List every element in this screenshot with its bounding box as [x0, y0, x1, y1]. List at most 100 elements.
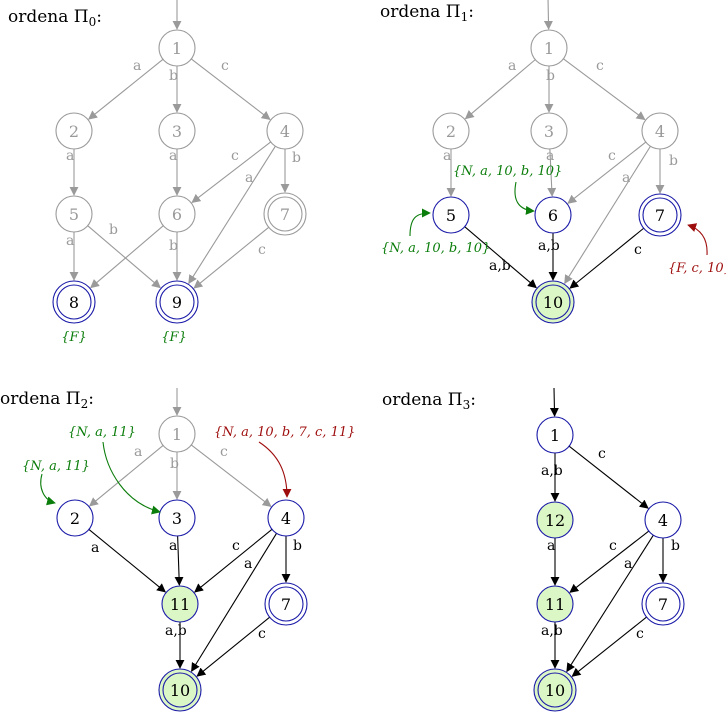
edge-4-6	[567, 141, 647, 204]
state-node-11: 11	[536, 585, 574, 623]
state-circle	[56, 284, 92, 320]
state-node-9: 9	[155, 280, 199, 324]
state-circle	[530, 29, 568, 67]
edge-start-1	[549, 387, 559, 417]
state-node-7: 7	[264, 582, 308, 626]
edge-label-4-7: b	[669, 153, 678, 169]
state-circle	[645, 586, 681, 622]
edge-label-4-10: a	[244, 556, 252, 572]
edge-label-1-4: c	[220, 444, 228, 460]
state-label: 4	[280, 122, 290, 141]
annotation-pointer	[514, 181, 535, 215]
edge-4-10	[566, 534, 654, 673]
edge-label-1-4: c	[596, 58, 604, 74]
state-node-2: 2	[55, 112, 93, 150]
state-node-5: 5	[55, 195, 93, 233]
state-label: 1	[544, 39, 554, 58]
state-label: 10	[170, 681, 190, 700]
edge-label-11-10: a,b	[541, 623, 563, 639]
state-label: 10	[543, 293, 563, 312]
edge-label-4-6: c	[608, 148, 616, 164]
state-circle	[159, 284, 195, 320]
edge-label-4-11: c	[232, 538, 240, 554]
state-label: 4	[281, 509, 291, 528]
edge-4-11	[194, 528, 273, 593]
edge-4-9	[188, 145, 276, 285]
state-circle	[432, 196, 470, 234]
annotation-label: {N, a, 11}	[22, 459, 90, 474]
state-label: 2	[446, 122, 456, 141]
edge-label-1-2: a	[134, 444, 142, 460]
state-circle	[56, 499, 94, 537]
panel-title: ordena Π0:	[8, 7, 102, 29]
edge-1-4	[563, 58, 646, 121]
state-label: 6	[548, 206, 558, 225]
state-node-10: 10	[158, 668, 202, 712]
edge-label-4-10: a	[624, 556, 632, 572]
state-node-1: 1	[536, 416, 574, 454]
edge-label-6-10: a,b	[538, 238, 560, 254]
state-node-1: 1	[158, 29, 196, 67]
state-circle	[537, 672, 573, 708]
annotation-label: {F}	[161, 330, 187, 345]
state-node-6: 6	[534, 196, 572, 234]
state-node-11: 11	[161, 585, 199, 623]
state-circle	[644, 501, 682, 539]
state-label: 5	[69, 205, 79, 224]
state-circle	[158, 499, 196, 537]
edge-label-1-12: a,b	[541, 463, 563, 479]
edge-1-4	[568, 445, 649, 509]
state-label: 7	[655, 206, 665, 225]
state-node-1: 1	[158, 415, 196, 453]
state-label: 3	[172, 509, 182, 528]
state-label: 12	[545, 511, 565, 530]
edge-label-7-10: c	[258, 626, 266, 642]
edge-5-9	[87, 225, 161, 289]
edge-label-3-6: a	[169, 148, 177, 164]
edge-7-10	[196, 616, 271, 677]
state-circle	[535, 284, 571, 320]
state-circle	[158, 29, 196, 67]
state-circle	[55, 112, 93, 150]
edge-label-1-3: b	[546, 68, 555, 84]
annotation-label: {N, a, 10, b, 10}	[381, 241, 490, 256]
annotation-label: {N, a, 10, b, 10}	[453, 164, 562, 179]
state-node-10: 10	[533, 668, 577, 712]
state-label: 3	[172, 122, 182, 141]
state-label: 4	[655, 122, 665, 141]
state-circle	[267, 499, 305, 537]
state-node-1: 1	[530, 29, 568, 67]
edge-label-2-11: a	[91, 540, 99, 556]
edge-label-4-11: c	[609, 538, 617, 554]
state-node-3: 3	[158, 499, 196, 537]
state-circle	[534, 196, 572, 234]
state-circle	[641, 112, 679, 150]
annotation-pointer	[40, 473, 56, 506]
edge-1-2	[88, 445, 164, 507]
edge-1-2	[88, 58, 164, 120]
state-node-10: 10	[531, 280, 575, 324]
state-label: 2	[70, 509, 80, 528]
edge-label-3-6: a	[546, 148, 554, 164]
state-label: 3	[544, 122, 554, 141]
panel-title: ordena Π2:	[0, 389, 94, 411]
edge-3-6	[547, 148, 557, 197]
edge-2-11	[88, 528, 166, 593]
state-label: 4	[658, 511, 668, 530]
state-label: 6	[172, 205, 182, 224]
state-circle	[266, 112, 304, 150]
edge-start-1	[543, 0, 553, 30]
state-label: 9	[172, 293, 182, 312]
edge-label-5-9: b	[109, 222, 118, 238]
state-node-4: 4	[267, 499, 305, 537]
annotation-label: {N, a, 11}	[68, 425, 136, 440]
state-circle	[536, 416, 574, 454]
state-node-4: 4	[644, 501, 682, 539]
edge-label-11-10: a,b	[165, 623, 187, 639]
state-node-7: 7	[638, 193, 682, 237]
state-node-2: 2	[432, 112, 470, 150]
edge-7-9	[193, 226, 270, 289]
state-node-3: 3	[158, 112, 196, 150]
